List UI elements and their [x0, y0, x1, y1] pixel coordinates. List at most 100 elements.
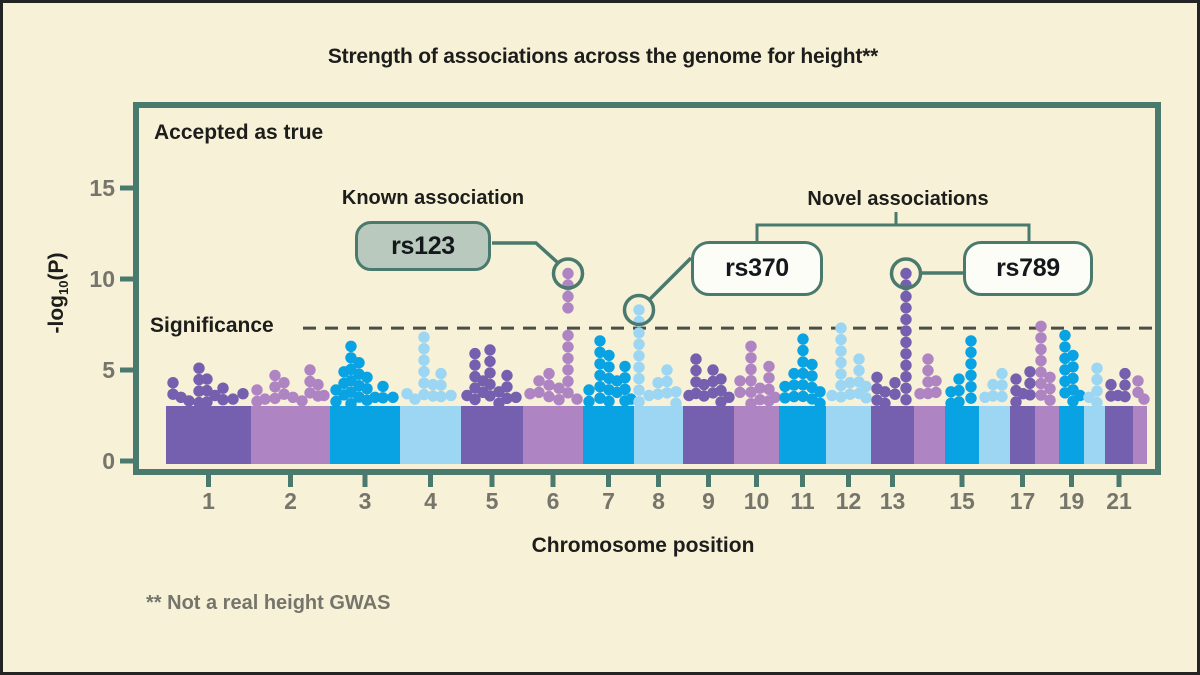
snp-dot [619, 372, 631, 384]
snp-dot [853, 353, 865, 365]
novel-bracket [755, 223, 1031, 241]
chr-14-dots [914, 353, 942, 400]
snp-dot [1035, 389, 1047, 401]
snp-dot [1059, 329, 1071, 342]
chr-9-block [683, 406, 734, 464]
snp-dot [844, 388, 856, 400]
snp-dot [510, 391, 522, 403]
x-tick-label: 1 [202, 488, 215, 514]
snp-dot [788, 367, 800, 380]
x-tick-label: 2 [284, 488, 297, 514]
snp-dot [900, 336, 912, 348]
snp-dot [965, 346, 977, 358]
snp-dot [806, 370, 818, 382]
snp-dot [788, 390, 800, 403]
snp-dot [1010, 396, 1022, 408]
snp-dot [922, 364, 934, 377]
snp-dot [930, 386, 942, 399]
snp-dot [562, 329, 574, 342]
significance-label: Significance [150, 314, 274, 337]
chr-8-block [634, 406, 683, 464]
snp-dot [524, 388, 536, 400]
snp-label-rs370-text: rs370 [725, 254, 789, 282]
snp-dot [418, 354, 430, 366]
rs123-connector [492, 241, 559, 264]
snp-dot [633, 304, 645, 316]
snp-dot [353, 357, 365, 369]
chr-14-block [914, 406, 945, 464]
snp-dot [562, 352, 574, 365]
chr-2-dots [251, 364, 330, 408]
snp-dot [594, 358, 606, 370]
chr-19-dots [1059, 329, 1086, 407]
snp-dot [698, 378, 710, 391]
snp-dot [715, 373, 727, 385]
snp-label-rs370: rs370 [691, 241, 823, 296]
snp-dot [633, 338, 645, 350]
snp-dot [619, 360, 631, 373]
rs370-connector [647, 256, 693, 302]
y-axis-label: -log10(P) [45, 190, 75, 396]
snp-dot [562, 364, 574, 376]
snp-dot [553, 382, 565, 394]
x-tick-label: 7 [602, 488, 615, 514]
y-tick-label: 0 [102, 448, 115, 474]
snp-dot [345, 398, 357, 410]
snp-dot [1119, 390, 1131, 403]
snp-dot [318, 389, 330, 402]
snp-dot [1035, 343, 1047, 355]
chr-10-block [734, 406, 779, 464]
snp-dot [562, 387, 574, 399]
snp-dot [965, 358, 977, 370]
snp-dot [409, 393, 421, 405]
snp-dot [201, 396, 213, 408]
snp-dot [797, 379, 809, 391]
snp-dot [652, 388, 664, 400]
chr-11-block [779, 406, 826, 464]
x-tick-label: 6 [547, 488, 560, 514]
snp-dot [418, 388, 430, 401]
snp-dot [1044, 383, 1056, 395]
chr-18-dots [1035, 320, 1056, 406]
snp-dot [844, 377, 856, 389]
snp-dot [543, 379, 555, 391]
snp-dot [278, 377, 290, 389]
snp-dot [835, 368, 847, 380]
snp-dot [769, 391, 781, 403]
snp-dot [501, 369, 513, 382]
snp-dot [1044, 371, 1056, 383]
snp-dot [193, 362, 205, 374]
snp-dot [562, 375, 574, 387]
snp-dot [562, 290, 574, 303]
snp-dot [1091, 396, 1103, 409]
snp-dot [633, 396, 645, 408]
snp-dot [469, 359, 481, 371]
snp-dot [871, 371, 883, 383]
snp-dot [312, 378, 324, 391]
snp-dot [1091, 385, 1103, 397]
snp-dot [690, 353, 702, 365]
snp-dot [278, 388, 290, 400]
snp-dot [860, 392, 872, 404]
snp-label-rs789: rs789 [963, 241, 1093, 296]
snp-dot [879, 386, 891, 398]
x-tick-label: 17 [1010, 488, 1036, 514]
snp-dot [1132, 375, 1144, 387]
x-tick-label: 21 [1106, 488, 1132, 514]
snp-dot [745, 386, 757, 398]
snp-dot [723, 391, 735, 403]
snp-dot [1119, 379, 1131, 391]
snp-dot [900, 394, 912, 406]
plot-frame [133, 102, 1161, 475]
snp-dot [698, 390, 710, 402]
snp-dot [484, 355, 496, 368]
snp-dot [835, 356, 847, 369]
chr-10-dots [734, 340, 781, 410]
chr-4-dots [401, 331, 457, 405]
snp-dot [501, 392, 513, 405]
snp-dot [788, 379, 800, 391]
snp-dot [484, 378, 496, 391]
snp-dot [1138, 393, 1150, 405]
snp-dot [835, 345, 847, 357]
